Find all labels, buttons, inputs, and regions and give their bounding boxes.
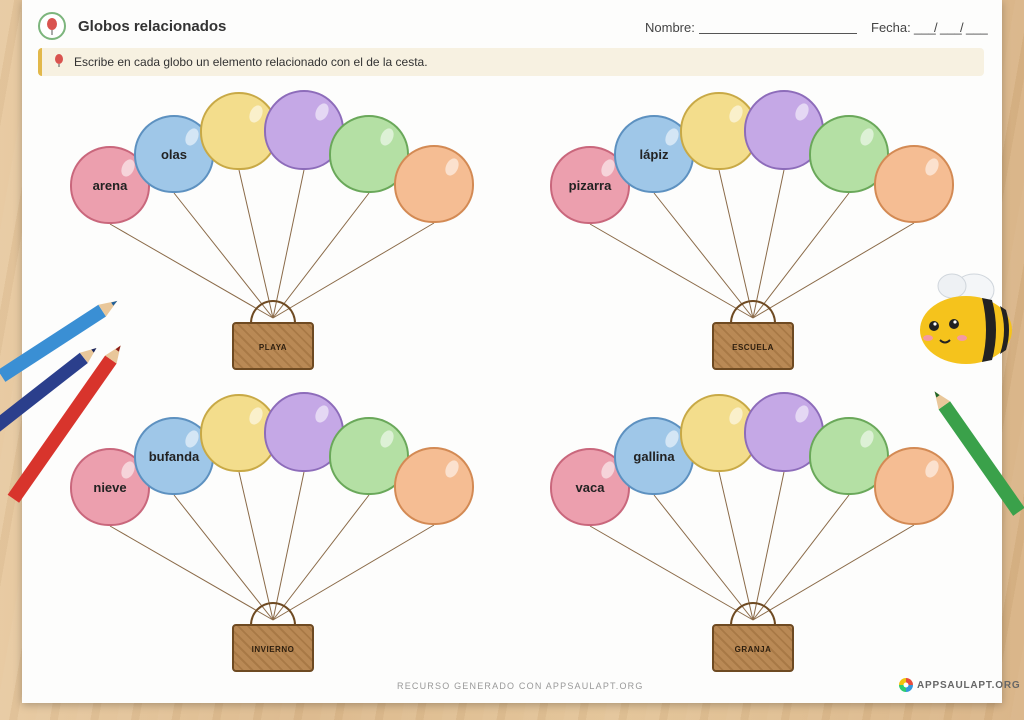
balloon-blank[interactable] — [744, 392, 824, 472]
date-year-line[interactable]: ___ — [966, 20, 988, 35]
balloon-shine — [727, 103, 746, 125]
balloon-string — [589, 223, 754, 319]
basket-label: ESCUELA — [732, 343, 774, 352]
balloon-label: lápiz — [639, 147, 669, 162]
balloon-string — [653, 192, 754, 319]
balloon-string — [718, 471, 754, 621]
balloon-shine — [442, 458, 461, 480]
balloon-string — [272, 222, 435, 319]
basket: PLAYA — [232, 322, 314, 370]
instruction-banner: Escribe en cada globo un elemento relaci… — [38, 48, 984, 76]
pencil-blue — [0, 300, 118, 382]
balloon-string — [752, 192, 850, 319]
basket: GRANJA — [712, 624, 794, 672]
balloon-label: arena — [92, 178, 128, 193]
balloon-strings — [589, 471, 915, 621]
balloon-shine — [312, 403, 331, 425]
balloon-string — [752, 471, 785, 621]
balloon-label: gallina — [633, 449, 675, 464]
balloon-label: vaca — [575, 480, 605, 495]
balloon-string — [109, 223, 274, 319]
date-separator-2: / — [960, 20, 964, 35]
balloon-shine — [727, 405, 746, 427]
balloon-string — [752, 524, 915, 621]
balloon-shine — [792, 101, 811, 123]
balloon-shine — [857, 428, 876, 450]
balloon-blank[interactable] — [744, 90, 824, 170]
date-day-line[interactable]: ___ — [914, 20, 936, 35]
balloon-label: pizarra — [568, 178, 612, 193]
balloon-string — [238, 471, 274, 621]
balloon-string — [173, 192, 274, 319]
name-label: Nombre: — [645, 20, 695, 35]
balloon-word: olas — [134, 115, 214, 193]
date-label: Fecha: — [871, 20, 911, 35]
basket: INVIERNO — [232, 624, 314, 672]
bee-figure — [920, 273, 1012, 364]
balloon-label: nieve — [93, 480, 127, 495]
balloon-string — [752, 494, 850, 621]
balloon-shine — [922, 156, 941, 178]
name-input-line[interactable] — [699, 33, 857, 34]
balloon-strings — [109, 169, 435, 319]
balloon-string — [109, 525, 274, 621]
balloon-shine — [377, 126, 396, 148]
balloon-blank[interactable] — [874, 447, 954, 525]
balloon-shine — [662, 428, 681, 450]
balloon-strings — [589, 169, 915, 319]
page-title: Globos relacionados — [78, 18, 227, 35]
instruction-text: Escribe en cada globo un elemento relaci… — [74, 55, 428, 69]
balloon-string — [653, 494, 754, 621]
balloon-shine — [247, 405, 266, 427]
appsaulapt-logo-icon — [899, 678, 913, 692]
basket-label: GRANJA — [734, 645, 772, 654]
balloon-string — [272, 524, 435, 621]
balloon-bullet-icon — [55, 54, 63, 67]
balloon-label: bufanda — [148, 449, 200, 464]
balloon-shine — [792, 403, 811, 425]
balloon-string — [173, 494, 274, 621]
balloon-shine — [247, 103, 266, 125]
date-separator-1: / — [934, 20, 938, 35]
balloon-string — [752, 222, 915, 319]
balloon-label: olas — [160, 147, 187, 162]
pencil-green — [934, 391, 1024, 516]
balloon-string — [752, 169, 785, 319]
balloon-blank[interactable] — [394, 145, 474, 223]
balloon-shine — [662, 126, 681, 148]
balloon-strings — [109, 471, 435, 621]
balloon-shine — [182, 428, 201, 450]
balloon-string — [272, 494, 370, 621]
date-month-line[interactable]: ___ — [940, 20, 962, 35]
balloon-string — [238, 169, 274, 319]
balloon-shine — [857, 126, 876, 148]
footer-credit: RECURSO GENERADO CON APPSAULAPT.ORG — [397, 681, 644, 691]
worksheet: Globos relacionados Nombre: Fecha: ___ /… — [22, 0, 1020, 703]
basket-label: INVIERNO — [251, 645, 295, 654]
basket: ESCUELA — [712, 322, 794, 370]
balloon-pin-icon — [38, 12, 66, 40]
basket-label: PLAYA — [258, 343, 288, 352]
balloon-shine — [442, 156, 461, 178]
balloon-string — [272, 192, 370, 319]
balloon-string — [718, 169, 754, 319]
appsaulapt-logo-text: APPSAULAPT.ORG — [917, 680, 1021, 691]
balloon-word: gallina — [614, 417, 694, 495]
balloon-shine — [182, 126, 201, 148]
balloon-blank[interactable] — [394, 447, 474, 525]
pencil-red — [7, 345, 121, 503]
balloon-shine — [377, 428, 396, 450]
pencil-navy — [0, 347, 97, 432]
balloon-string — [272, 471, 305, 621]
balloon-blank[interactable] — [874, 145, 954, 223]
balloon-string — [589, 525, 754, 621]
balloon-string — [272, 169, 305, 319]
balloon-shine — [312, 101, 331, 123]
